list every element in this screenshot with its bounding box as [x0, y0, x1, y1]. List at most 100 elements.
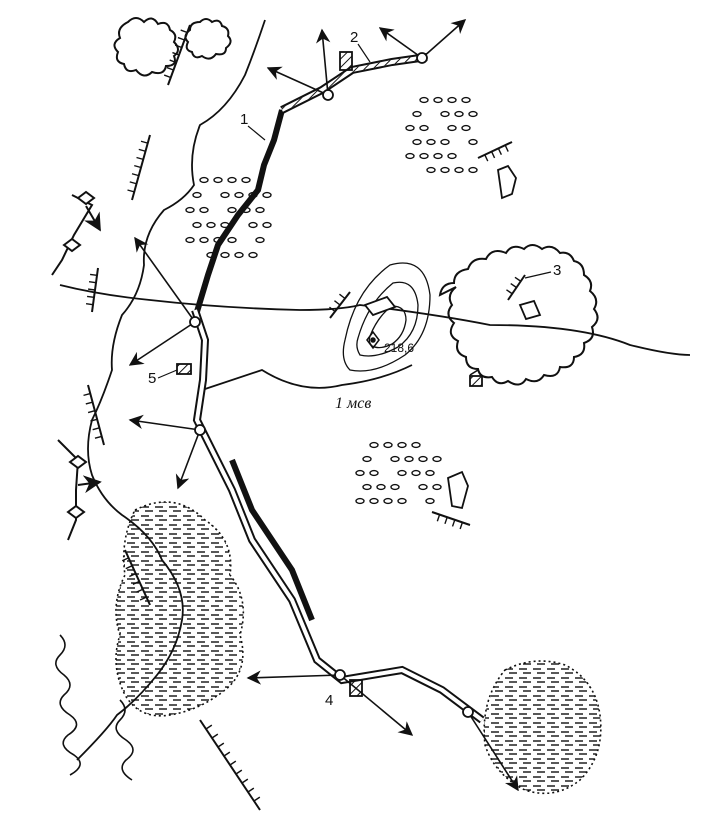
- forest-top-left: [113, 17, 179, 77]
- trench-tooth: [92, 427, 100, 431]
- bush-dot: [468, 110, 478, 118]
- bush-dot: [411, 469, 421, 477]
- bush-dot: [199, 236, 209, 244]
- bush-dot: [220, 251, 230, 259]
- trench-symbols: [83, 24, 526, 811]
- bush-dot: [468, 166, 478, 174]
- bush-dot: [199, 176, 209, 184]
- bush-dot: [397, 469, 407, 477]
- trench-tooth: [88, 281, 97, 284]
- bush-dot: [433, 152, 443, 160]
- label-leaders: [157, 43, 552, 379]
- bush-dot: [440, 166, 450, 174]
- bush-dot: [369, 441, 379, 449]
- bush-dot: [390, 455, 400, 463]
- forest-bottom-right-ticks: [469, 369, 479, 376]
- bush-dot: [419, 124, 429, 132]
- trench-tooth: [510, 282, 517, 289]
- trench-tooth: [89, 273, 98, 277]
- front-line-black-segment: [229, 458, 315, 622]
- trench-tooth: [163, 74, 171, 79]
- trench-tooth: [504, 144, 509, 152]
- trench-tooth: [497, 148, 503, 156]
- bush-field-lower-center: [355, 441, 442, 505]
- bush-dot: [362, 483, 372, 491]
- wavy-edge-bottom: [115, 699, 134, 781]
- obstacle-chain-left-lower: [57, 439, 102, 541]
- bush-dot: [447, 96, 457, 104]
- trench-tooth: [87, 288, 96, 291]
- trench-tooth: [90, 418, 98, 422]
- bush-dot: [405, 124, 415, 132]
- trench-tooth: [169, 59, 177, 64]
- bush-dot: [248, 251, 258, 259]
- trench-tooth: [205, 724, 213, 730]
- trench-tooth: [451, 519, 456, 527]
- bush-dot: [412, 110, 422, 118]
- trench-tooth: [211, 733, 219, 739]
- bush-dot: [234, 251, 244, 259]
- trench-tooth: [436, 514, 441, 522]
- bush-dot: [255, 236, 265, 244]
- label-line-1: 1: [240, 111, 248, 128]
- bush-dot: [355, 469, 365, 477]
- trench-tooth: [329, 306, 336, 313]
- bush-dot: [220, 191, 230, 199]
- trench-tooth: [229, 760, 237, 766]
- bush-dot: [440, 110, 450, 118]
- trench-tooth: [334, 300, 341, 306]
- bush-dot: [425, 469, 435, 477]
- trench-tooth: [121, 557, 129, 562]
- label-unit-1msv: 1 мсв: [335, 395, 371, 412]
- trench-tooth: [339, 293, 346, 300]
- bush-dot: [227, 236, 237, 244]
- trench-tooth: [514, 276, 522, 282]
- bush-dot: [192, 221, 202, 229]
- vehicle-symbols: [176, 51, 542, 697]
- bush-dot: [405, 152, 415, 160]
- bush-dot: [248, 221, 258, 229]
- bush-dot: [206, 221, 216, 229]
- trench-tooth: [235, 769, 243, 775]
- trench-tooth: [85, 401, 93, 405]
- bush-dot: [199, 206, 209, 214]
- obstacle-chain-top-left: [51, 190, 101, 276]
- trench-tooth: [134, 164, 142, 169]
- height-marker: [366, 330, 380, 350]
- trench-tooth: [217, 742, 225, 748]
- trench-tooth: [174, 44, 182, 49]
- bush-dot: [227, 206, 237, 214]
- bush-dot: [383, 441, 393, 449]
- position-circles: [189, 52, 474, 718]
- height-label: 218,6: [384, 341, 414, 355]
- trench-tooth: [241, 778, 249, 784]
- bush-dot: [404, 455, 414, 463]
- trench-tooth: [131, 173, 139, 177]
- bush-dot: [419, 152, 429, 160]
- trench-tooth: [86, 295, 95, 299]
- trench-tooth: [444, 516, 448, 525]
- bush-field-top-right: [405, 96, 478, 174]
- road-1msv: [201, 364, 413, 391]
- bush-dot: [397, 441, 407, 449]
- trench-tooth: [136, 156, 144, 161]
- bush-field-center: [185, 176, 272, 259]
- trench-tooth: [136, 588, 144, 593]
- bush-dot: [185, 236, 195, 244]
- trench-tooth: [490, 151, 496, 159]
- trench-line: [431, 511, 471, 526]
- trench-tooth: [127, 189, 135, 193]
- trench-tooth: [85, 303, 94, 306]
- bush-dot: [397, 497, 407, 505]
- marsh-right: [483, 660, 602, 795]
- bush-dot: [411, 441, 421, 449]
- trench-tooth: [172, 51, 180, 56]
- trench-tooth: [459, 522, 464, 530]
- bush-dot: [426, 138, 436, 146]
- bush-dot: [433, 96, 443, 104]
- bush-dot: [461, 96, 471, 104]
- bush-dot: [412, 138, 422, 146]
- bush-dot: [227, 176, 237, 184]
- bush-dot: [461, 124, 471, 132]
